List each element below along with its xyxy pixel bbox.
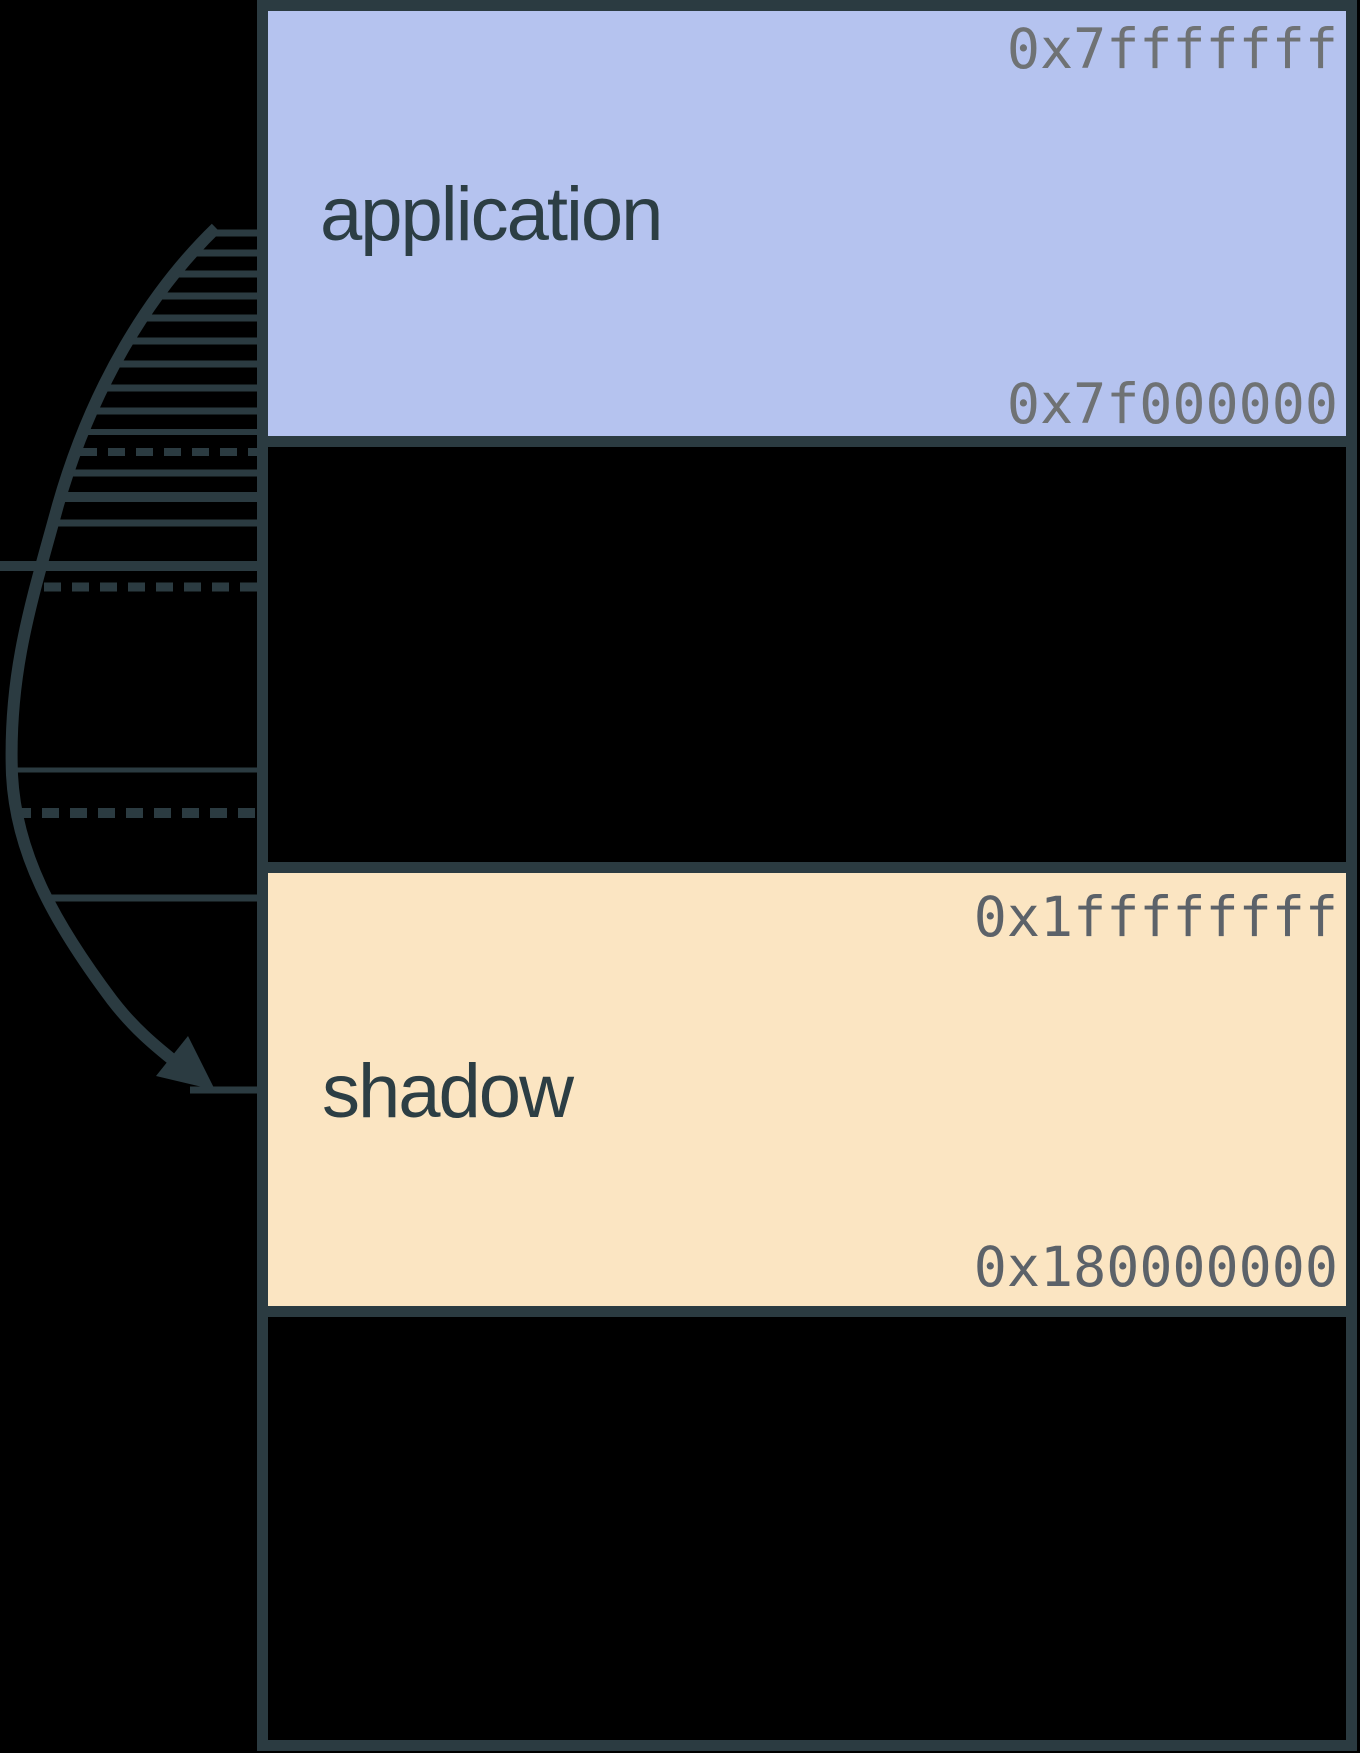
- shadow-label: shadow: [322, 1049, 574, 1134]
- mapping-hatch-lines: [0, 229, 262, 1094]
- application-address-top: 0x7fffffff: [1006, 17, 1338, 81]
- shadow-region: 0x1ffffffff shadow 0x180000000: [257, 862, 1357, 1317]
- mapping-arrowhead-icon: [156, 1036, 215, 1090]
- application-region: 0x7fffffff application 0x7f000000: [257, 0, 1357, 447]
- shadow-address-bottom: 0x180000000: [973, 1235, 1338, 1299]
- application-address-bottom: 0x7f000000: [1006, 372, 1338, 436]
- mapping-arrow-curve: [5, 223, 221, 1066]
- application-label: application: [320, 172, 663, 257]
- shadow-address-top: 0x1ffffffff: [973, 885, 1338, 949]
